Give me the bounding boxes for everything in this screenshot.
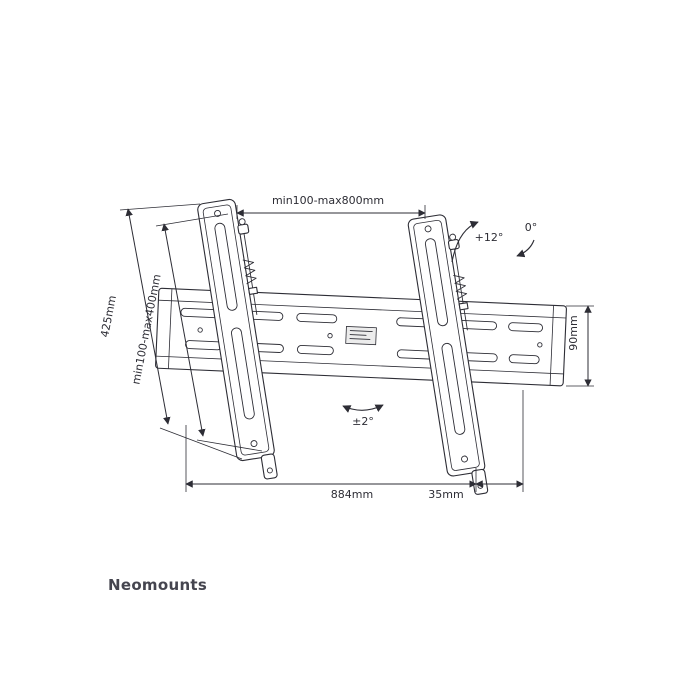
dim-label-vesa-width: min100-max800mm (272, 194, 384, 207)
screw-knob (447, 239, 460, 251)
screw-rod (453, 247, 468, 331)
left-tension-screw (237, 218, 259, 315)
extension-line (159, 427, 243, 460)
right-rail-hole-bottom (461, 455, 468, 463)
brand-text: Neomounts (108, 576, 207, 594)
left-rail-hole-top (214, 210, 221, 217)
left-rail (197, 198, 278, 480)
screw-knob-top (238, 218, 246, 226)
dim-label-depth: 35mm (428, 488, 463, 501)
screw-nut (248, 286, 259, 295)
left-rail-inner-outline (202, 204, 270, 456)
tilt-zero-arrow (516, 239, 535, 258)
right-rail-slot-lower (441, 342, 466, 435)
spring-coil (242, 259, 257, 285)
screw-knob-top (449, 233, 457, 241)
angle-label-tilt-zero: 0° (525, 221, 538, 234)
left-rail-slot-upper (214, 222, 238, 311)
left-rail-slot-lower (231, 327, 255, 420)
angle-label-level: ±2° (352, 415, 374, 428)
right-rail-hole-top (424, 225, 432, 233)
angle-label-tilt-max: +12° (475, 231, 504, 244)
right-rail-inner-outline (413, 219, 480, 471)
plate-end-fold-right (549, 305, 554, 386)
level-angle-indicator: ±2° (342, 404, 384, 428)
dim-right-height: 90mm (566, 305, 594, 387)
screw-nut (458, 302, 469, 311)
left-rail-foot (260, 453, 278, 480)
spring-coil (453, 275, 468, 300)
right-rail-foot (471, 468, 489, 495)
tilt-angle-indicator: +12° 0° (451, 220, 538, 263)
dimension-line (161, 223, 206, 437)
extension-line (196, 439, 263, 452)
dim-top-width: min100-max800mm (236, 194, 426, 219)
dim-label-plate-width: 884mm (331, 488, 373, 501)
right-rail (407, 214, 489, 495)
level-angle-arc (342, 404, 384, 413)
extension-line (119, 203, 201, 211)
dim-label-rail-height: 425mm (98, 294, 119, 338)
tilt-arc-arrow (451, 220, 479, 263)
right-rail-slot-upper (424, 238, 449, 327)
dim-label-plate-height: 90mm (567, 315, 580, 350)
dimension-line (125, 208, 171, 425)
plate-label-sticker (345, 325, 377, 346)
left-rail-hole-bottom (250, 440, 258, 448)
screw-rod (243, 232, 258, 315)
screw-knob (237, 223, 250, 235)
dim-bottom: 884mm 35mm (185, 390, 524, 501)
